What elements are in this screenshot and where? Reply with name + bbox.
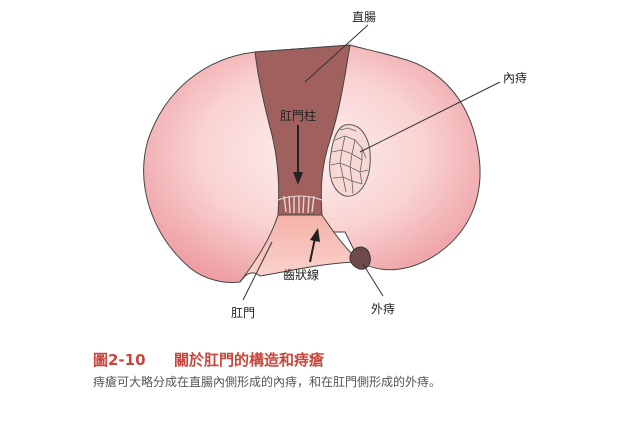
label-anus: 肛門	[231, 306, 255, 320]
external-hemorrhoid-icon	[349, 246, 371, 270]
anal-canal	[239, 214, 362, 283]
label-internal-hemorrhoid: 內痔	[503, 70, 527, 85]
dentate-edge	[277, 195, 323, 201]
anal-column-ridges	[283, 195, 315, 214]
label-rectum: 直腸	[352, 10, 376, 24]
rectum-region	[254, 44, 351, 216]
figure-caption-title: 圖2-10 關於肛門的構造和痔瘡	[93, 349, 324, 370]
figure-title: 關於肛門的構造和痔瘡	[174, 351, 325, 369]
label-anal-column: 肛門柱	[280, 108, 316, 123]
dentate-line-arrow	[309, 228, 320, 263]
figure-number: 圖2-10	[93, 351, 146, 369]
leader-lines	[242, 24, 501, 301]
label-external-hemorrhoid: 外痔	[371, 301, 395, 316]
figure-caption-text: 痔瘡可大略分成在直腸內側形成的內痔，和在肛門側形成的外痔。	[93, 375, 442, 389]
anal-column-arrow	[293, 125, 303, 185]
internal-hemorrhoid-icon	[329, 124, 371, 197]
label-dentate-line: 齒狀線	[283, 267, 319, 282]
anal-structure-diagram: 直腸 肛門柱 內痔 齒狀線 肛門 外痔	[143, 10, 527, 320]
